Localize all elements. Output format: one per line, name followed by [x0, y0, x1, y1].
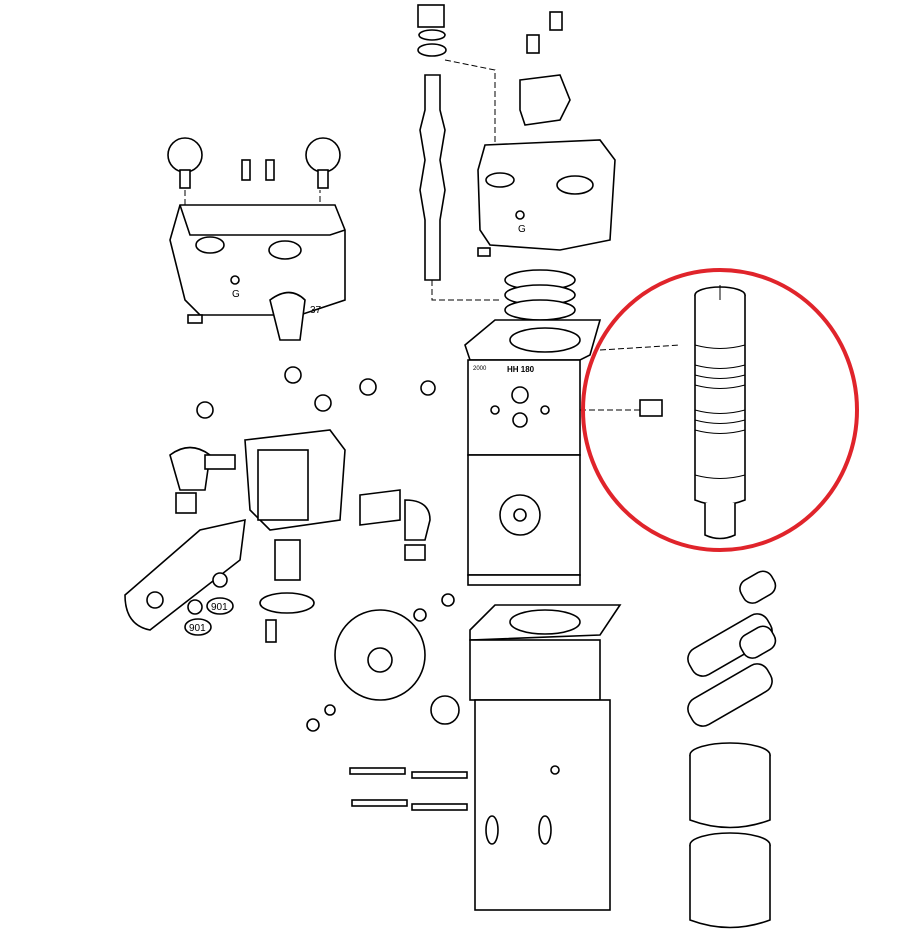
- eye-bolt-left: [167, 137, 203, 173]
- pins: [349, 767, 468, 811]
- bolt: [241, 159, 251, 181]
- piston: [694, 285, 746, 540]
- front-bushings: [689, 742, 771, 929]
- small-marking: 2000: [473, 366, 487, 372]
- fitting: [639, 399, 663, 417]
- nut: [417, 4, 445, 28]
- highlight-circle: [581, 268, 859, 552]
- callout-37: 37: [310, 305, 322, 316]
- tie-rod: [417, 4, 500, 301]
- clamp-part: [269, 291, 306, 341]
- lower-block: [469, 604, 622, 911]
- eye-bolt-right: [305, 137, 341, 173]
- bracket: [519, 74, 571, 126]
- callout-901: 901: [189, 623, 206, 634]
- cylinder-block: HH 180 2000: [464, 319, 602, 586]
- accumulator: [124, 518, 246, 631]
- valve-assembly: 901 901: [124, 366, 436, 643]
- callout-901: 901: [211, 602, 228, 613]
- block-marking: HH 180: [507, 365, 535, 374]
- gas-cap: [306, 593, 460, 732]
- label-g: G: [518, 224, 526, 235]
- top-left-head-block: G 37: [167, 137, 346, 341]
- label-g: G: [232, 289, 240, 300]
- seal-set: [504, 269, 576, 321]
- retainer-pins: [687, 570, 777, 727]
- top-right-head-block: G: [477, 11, 616, 257]
